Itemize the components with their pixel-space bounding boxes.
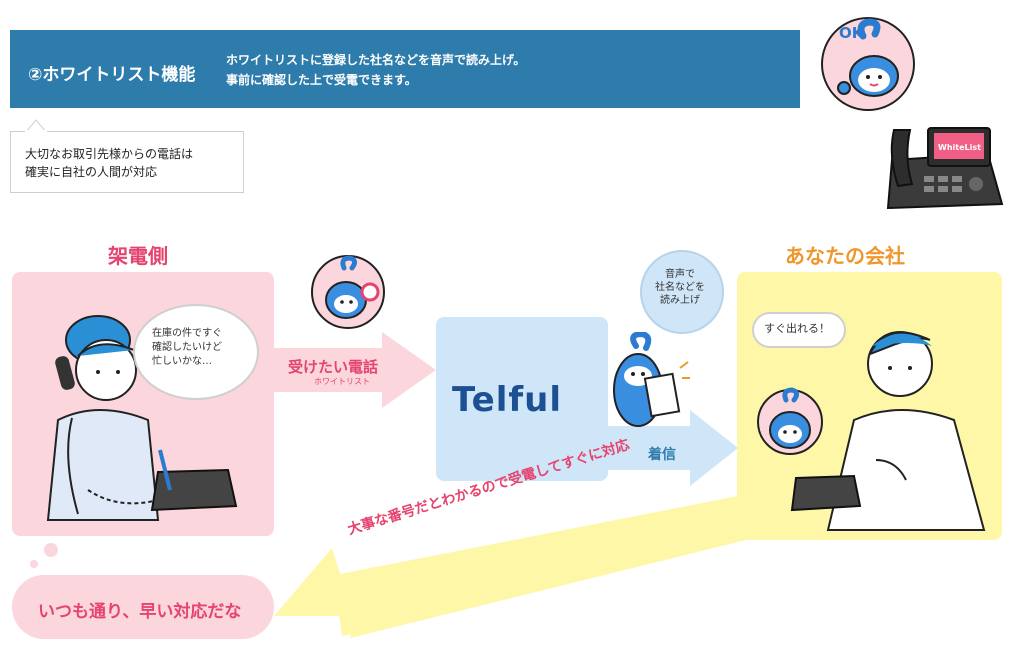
company-speech-bubble: [752, 312, 846, 348]
mascot-stop-icon: [311, 255, 385, 329]
mascot-company-icon: [757, 387, 823, 455]
caller-person-icon: [46, 315, 238, 521]
ok-badge: OK: [839, 24, 865, 42]
note-pointer-cover: [25, 130, 47, 134]
caller-speech-line1: 在庫の件ですぐ: [152, 328, 222, 339]
caller-speech-text: 在庫の件ですぐ 確認したいけど 忙しいかな…: [152, 327, 248, 369]
header-banner: [10, 30, 800, 108]
telful-speech-text: 音声で 社名などを 読み上げ: [648, 268, 712, 307]
arrow-back-to-caller: [274, 496, 746, 638]
arrow-to-company: [604, 410, 738, 486]
telful-speech-bubble: [640, 250, 724, 334]
company-person-icon: [790, 331, 986, 531]
note-line1: 大切なお取引先様からの電話は: [25, 147, 194, 161]
desk-phone-icon: WhiteList: [886, 127, 1004, 210]
ok-badge-text: OK: [839, 24, 865, 42]
reply-bubble-dot-small: [30, 560, 38, 568]
note-box: [10, 131, 244, 193]
ok-mascot-icon: [821, 17, 915, 111]
note-line2: 確実に自社の人間が対応: [25, 165, 158, 179]
telful-panel: [436, 317, 608, 481]
telful-speech-line1: 音声で: [665, 269, 695, 280]
phone-screen-label: WhiteList: [938, 143, 981, 152]
company-speech-text: すぐ出れる！: [764, 322, 830, 335]
mascot-reading-icon: [613, 332, 690, 427]
arrow-to-telful-label: 受けたい電話: [288, 358, 379, 376]
caller-speech-bubble: [133, 304, 259, 400]
feature-description: ホワイトリストに登録した社名などを音声で読み上げ。 事前に確認した上で受電できま…: [226, 50, 525, 90]
arrow-to-telful: [274, 332, 436, 408]
caller-reply-text: いつも通り、早い対応だな: [38, 602, 242, 622]
telful-speech-line3: 読み上げ: [660, 295, 700, 306]
feature-title: ②ホワイトリスト機能: [28, 65, 196, 85]
caller-reply-bubble: [12, 575, 274, 639]
company-heading: あなたの会社: [785, 244, 905, 268]
caller-speech-line2: 確認したいけど: [152, 342, 222, 353]
telful-logo: Telful: [452, 380, 563, 420]
feature-description-line2: 事前に確認した上で受電できます。: [226, 73, 417, 87]
arrow-to-telful-sublabel: ホワイトリスト: [314, 377, 370, 386]
reply-bubble-dot: [44, 543, 58, 557]
caller-speech-line3: 忙しいかな…: [152, 356, 212, 367]
telful-speech-line2: 社名などを: [655, 282, 705, 293]
arrow-to-company-label: 着信: [648, 447, 676, 463]
caller-heading: 架電側: [108, 244, 168, 268]
note-text: 大切なお取引先様からの電話は 確実に自社の人間が対応: [25, 145, 193, 181]
feature-description-line1: ホワイトリストに登録した社名などを音声で読み上げ。: [226, 53, 526, 67]
